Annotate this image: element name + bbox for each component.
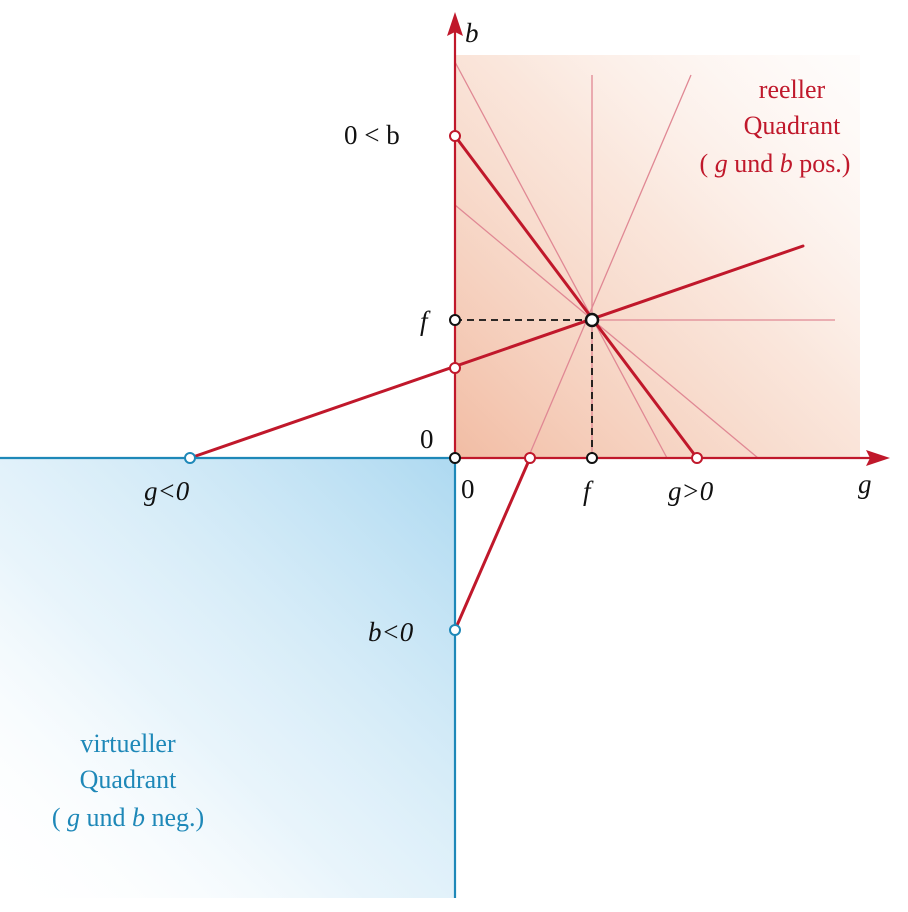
real-caption-close: pos.)	[793, 149, 851, 178]
dashed-guides	[455, 319, 593, 458]
b-neg-label: b<0	[368, 617, 414, 647]
virtual-caption-mid: und	[80, 803, 132, 832]
virtual-caption-line1: virtueller	[80, 729, 176, 758]
real-caption-line3: ( g und b pos.)	[700, 149, 851, 178]
virtual-caption-line2: Quadrant	[80, 765, 178, 794]
origin-b-label: 0	[420, 424, 434, 454]
real-caption-b: b	[780, 149, 793, 178]
real-quadrant-caption: reeller Quadrant ( g und b pos.)	[700, 75, 851, 178]
points	[184, 130, 703, 636]
thin-line-4	[527, 74, 692, 459]
virtual-caption-line3: ( g und b neg.)	[52, 803, 204, 832]
virtual-caption-open: (	[52, 803, 67, 832]
g-pos-label: g>0	[668, 476, 714, 506]
point-b-intercept	[449, 362, 461, 374]
thin-line-1	[454, 61, 668, 459]
b-axis-arrow-icon	[447, 12, 463, 36]
virtual-quadrant-area	[0, 458, 455, 898]
virtual-caption-g: g	[67, 803, 80, 832]
point-g-neg	[184, 452, 196, 464]
origin-g-label: 0	[461, 474, 475, 504]
thin-line-2	[454, 204, 759, 459]
b-axis-label: b	[465, 18, 479, 48]
thick-red-lines	[188, 134, 805, 632]
thin-line-pencil	[454, 61, 835, 459]
g-axis-label: g	[858, 469, 872, 499]
point-focal-F	[584, 312, 600, 328]
virtual-axes	[0, 456, 457, 898]
real-caption-open: (	[700, 149, 715, 178]
point-b-pos	[449, 130, 461, 142]
point-origin	[449, 452, 461, 464]
point-b-neg	[449, 624, 461, 636]
f-g-label: f	[583, 476, 594, 506]
real-quadrant-area	[455, 55, 860, 458]
f-b-label: f	[420, 306, 431, 336]
virtual-quadrant-caption: virtueller Quadrant ( g und b neg.)	[52, 729, 204, 832]
g-neg-label: g<0	[144, 476, 190, 506]
virtual-caption-close: neg.)	[145, 803, 204, 832]
real-caption-line2: Quadrant	[744, 111, 842, 140]
point-g-pos	[691, 452, 703, 464]
point-g-intercept	[524, 452, 536, 464]
line-through-b-pos-and-g-pos	[453, 134, 699, 460]
real-caption-g: g	[715, 149, 728, 178]
real-caption-mid: und	[728, 149, 780, 178]
point-f-b	[449, 314, 461, 326]
point-f-g	[586, 452, 598, 464]
virtual-caption-b: b	[132, 803, 145, 832]
b-pos-label: 0 < b	[344, 120, 400, 150]
real-caption-line1: reeller	[759, 75, 826, 104]
line-through-b-neg	[453, 456, 532, 632]
g-axis-arrow-icon	[866, 450, 890, 466]
line-through-g-neg	[188, 244, 805, 460]
